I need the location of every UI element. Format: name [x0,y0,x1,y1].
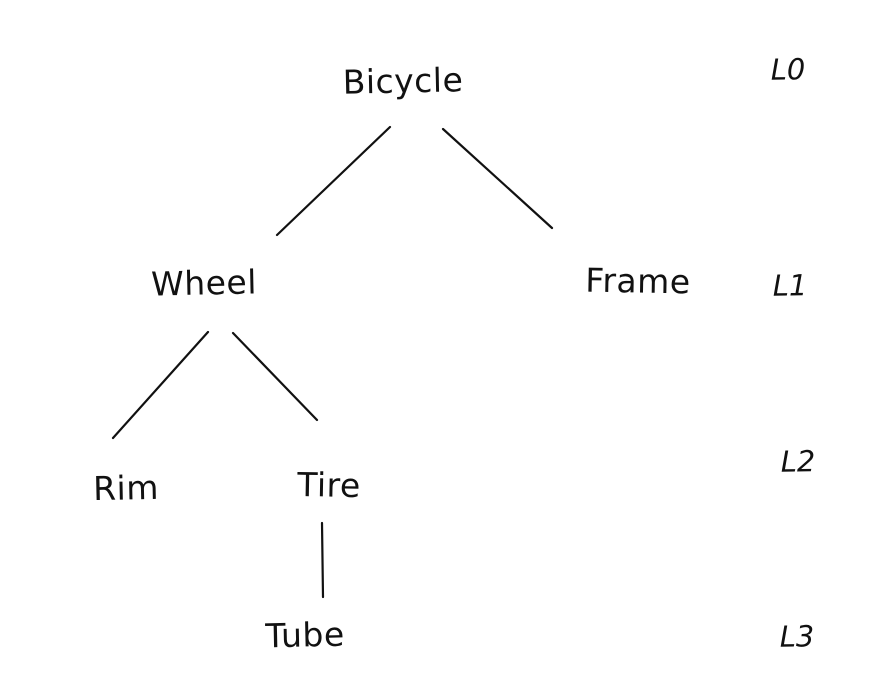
edge-wheel-tire [231,331,319,422]
edge-bicycle-frame [441,127,554,230]
level-label-l2: L2 [780,444,816,479]
node-frame: Frame [585,260,691,302]
edge-tire-tube [320,521,325,599]
node-rim: Rim [92,467,160,509]
node-wheel: Wheel [150,262,258,304]
edge-wheel-rim [111,330,210,440]
node-bicycle: Bicycle [342,60,464,102]
edge-bicycle-wheel [275,125,392,237]
level-label-l1: L1 [772,268,808,303]
node-tire: Tire [296,464,362,506]
node-tube: Tube [264,614,346,656]
level-label-l0: L0 [770,52,806,87]
level-label-l3: L3 [779,619,815,654]
